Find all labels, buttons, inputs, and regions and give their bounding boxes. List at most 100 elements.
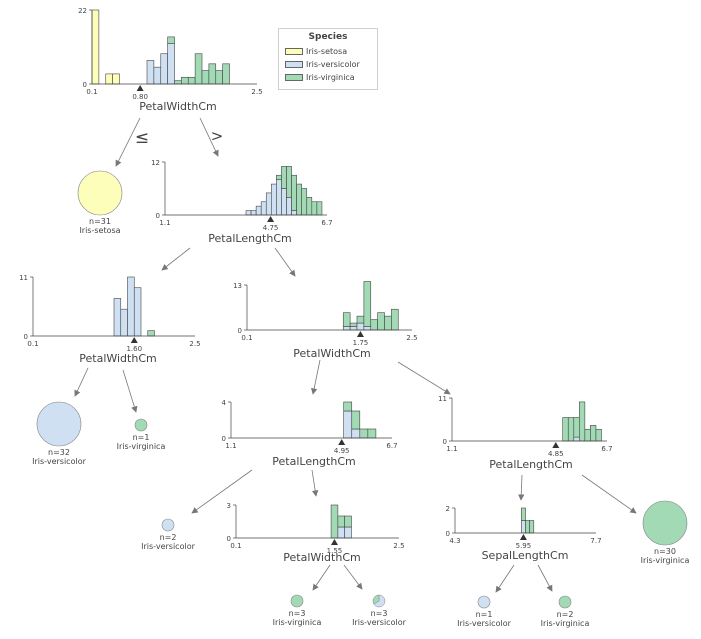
- x-tick-label-max: 2.5: [393, 542, 404, 550]
- leaf-class-label: Iris-versicolor: [141, 542, 195, 551]
- leaf-pie-slice-virginica: [372, 594, 380, 605]
- hist-bar-virginica: [356, 315, 365, 324]
- leaf-count-label: n=1: [133, 433, 150, 442]
- x-tick-label-max: 2.5: [189, 340, 200, 348]
- hist-bar-virginica: [291, 174, 297, 211]
- legend-swatch-versicolor: [285, 61, 303, 68]
- leaf-circle: [558, 595, 572, 609]
- hist-bar-virginica: [311, 201, 318, 216]
- hist-bar-versicolor: [356, 322, 365, 331]
- hist-bar-virginica: [286, 166, 292, 198]
- hist-bar-virginica: [194, 53, 203, 85]
- legend-title: Species: [308, 32, 348, 42]
- x-tick-label-max: 6.7: [321, 219, 332, 227]
- split-value-label: 1.75: [353, 339, 369, 347]
- leaf-circle: [290, 594, 304, 608]
- tree-edge-0: [115, 117, 141, 167]
- hist-bar-versicolor: [245, 210, 252, 216]
- leaf-circle: [134, 418, 148, 432]
- x-tick-label-min: 1.1: [225, 442, 236, 450]
- leaf-class-label: Iris-virginica: [117, 442, 166, 451]
- hist-bar-virginica: [201, 70, 210, 85]
- edge-label-gt: >: [211, 127, 224, 145]
- hist-bar-versicolor: [342, 326, 351, 331]
- hist-bar-virginica: [296, 183, 302, 216]
- legend-item-virginica: Iris-virginica: [285, 73, 355, 82]
- leaf-count-label: n=3: [371, 609, 388, 618]
- tree-edges: [74, 117, 637, 593]
- leaf-count-label: n=32: [48, 448, 70, 457]
- split-value-label: 4.75: [263, 224, 279, 232]
- tree-edge-11: [581, 474, 637, 514]
- legend-swatch-setosa: [285, 48, 303, 55]
- hist-bar-virginica: [208, 63, 217, 85]
- feature-label: PetalWidthCm: [79, 352, 156, 365]
- tree-edge-3: [274, 247, 296, 277]
- hist-bar-virginica: [384, 315, 392, 331]
- x-tick-label-min: 1.1: [446, 445, 457, 453]
- hist-bar-versicolor: [521, 520, 526, 534]
- leaf-pie-slice-versicolor: [373, 594, 386, 608]
- leaf-count-label: n=2: [557, 610, 574, 619]
- hist-bar-versicolor: [160, 53, 168, 85]
- hist-bar-virginica: [343, 401, 353, 412]
- hist-bar-versicolor: [146, 60, 155, 85]
- hist-bar-versicolor: [167, 43, 175, 85]
- hist-bar-versicolor: [127, 276, 135, 337]
- x-tick-label-min: 0.1: [27, 340, 38, 348]
- hist-bar-virginica: [562, 417, 569, 442]
- y-tick-label-max: 12: [151, 159, 160, 167]
- hist-bar-virginica: [167, 36, 175, 44]
- tree-edge-10: [518, 474, 525, 501]
- hist-bar-virginica: [306, 197, 313, 216]
- hist-bar-virginica: [391, 308, 399, 331]
- hist-bar-versicolor: [113, 298, 122, 337]
- hist-bar-versicolor: [153, 66, 162, 85]
- x-tick-label-min: 0.1: [230, 542, 241, 550]
- leaf-class-label: Iris-virginica: [273, 618, 322, 627]
- leaf-count-label: n=30: [654, 547, 676, 556]
- tree-edge-9: [311, 469, 319, 497]
- hist-bar-versicolor: [349, 326, 358, 331]
- y-tick-label-max: 2: [446, 505, 450, 513]
- hist-bar-virginica: [301, 188, 308, 216]
- y-tick-label-min: 0: [156, 212, 160, 220]
- x-tick-label-min: 0.1: [241, 334, 252, 342]
- x-tick-label-min: 4.3: [449, 537, 460, 545]
- x-tick-label-max: 7.7: [590, 537, 601, 545]
- legend-label-virginica: Iris-virginica: [306, 73, 355, 82]
- hist-bar-versicolor: [265, 192, 272, 216]
- hist-bar-setosa: [112, 73, 120, 85]
- hist-bar-virginica: [330, 504, 339, 539]
- y-tick-label-max: 11: [438, 395, 447, 403]
- hist-bar-versicolor: [250, 210, 257, 216]
- hist-bar-virginica: [370, 319, 378, 331]
- leaf-count-label: n=3: [289, 609, 306, 618]
- hist-bar-virginica: [525, 520, 530, 534]
- tree-edge-4: [74, 367, 89, 397]
- split-value-label: 0.80: [132, 93, 148, 101]
- hist-bar-versicolor: [351, 428, 361, 439]
- leaf-circle: [642, 500, 688, 546]
- hist-bar-virginica: [529, 520, 535, 534]
- hist-bar-versicolor: [281, 188, 287, 216]
- split-marker: [552, 442, 560, 448]
- y-tick-label-max: 13: [233, 282, 242, 290]
- leaf-circle: [77, 170, 123, 216]
- y-tick-label-min: 0: [227, 535, 231, 543]
- tree-edge-13: [343, 564, 363, 590]
- legend-item-versicolor: Iris-versicolor: [285, 60, 360, 69]
- legend-swatch-virginica: [285, 74, 303, 81]
- leaf-circle: [477, 595, 491, 609]
